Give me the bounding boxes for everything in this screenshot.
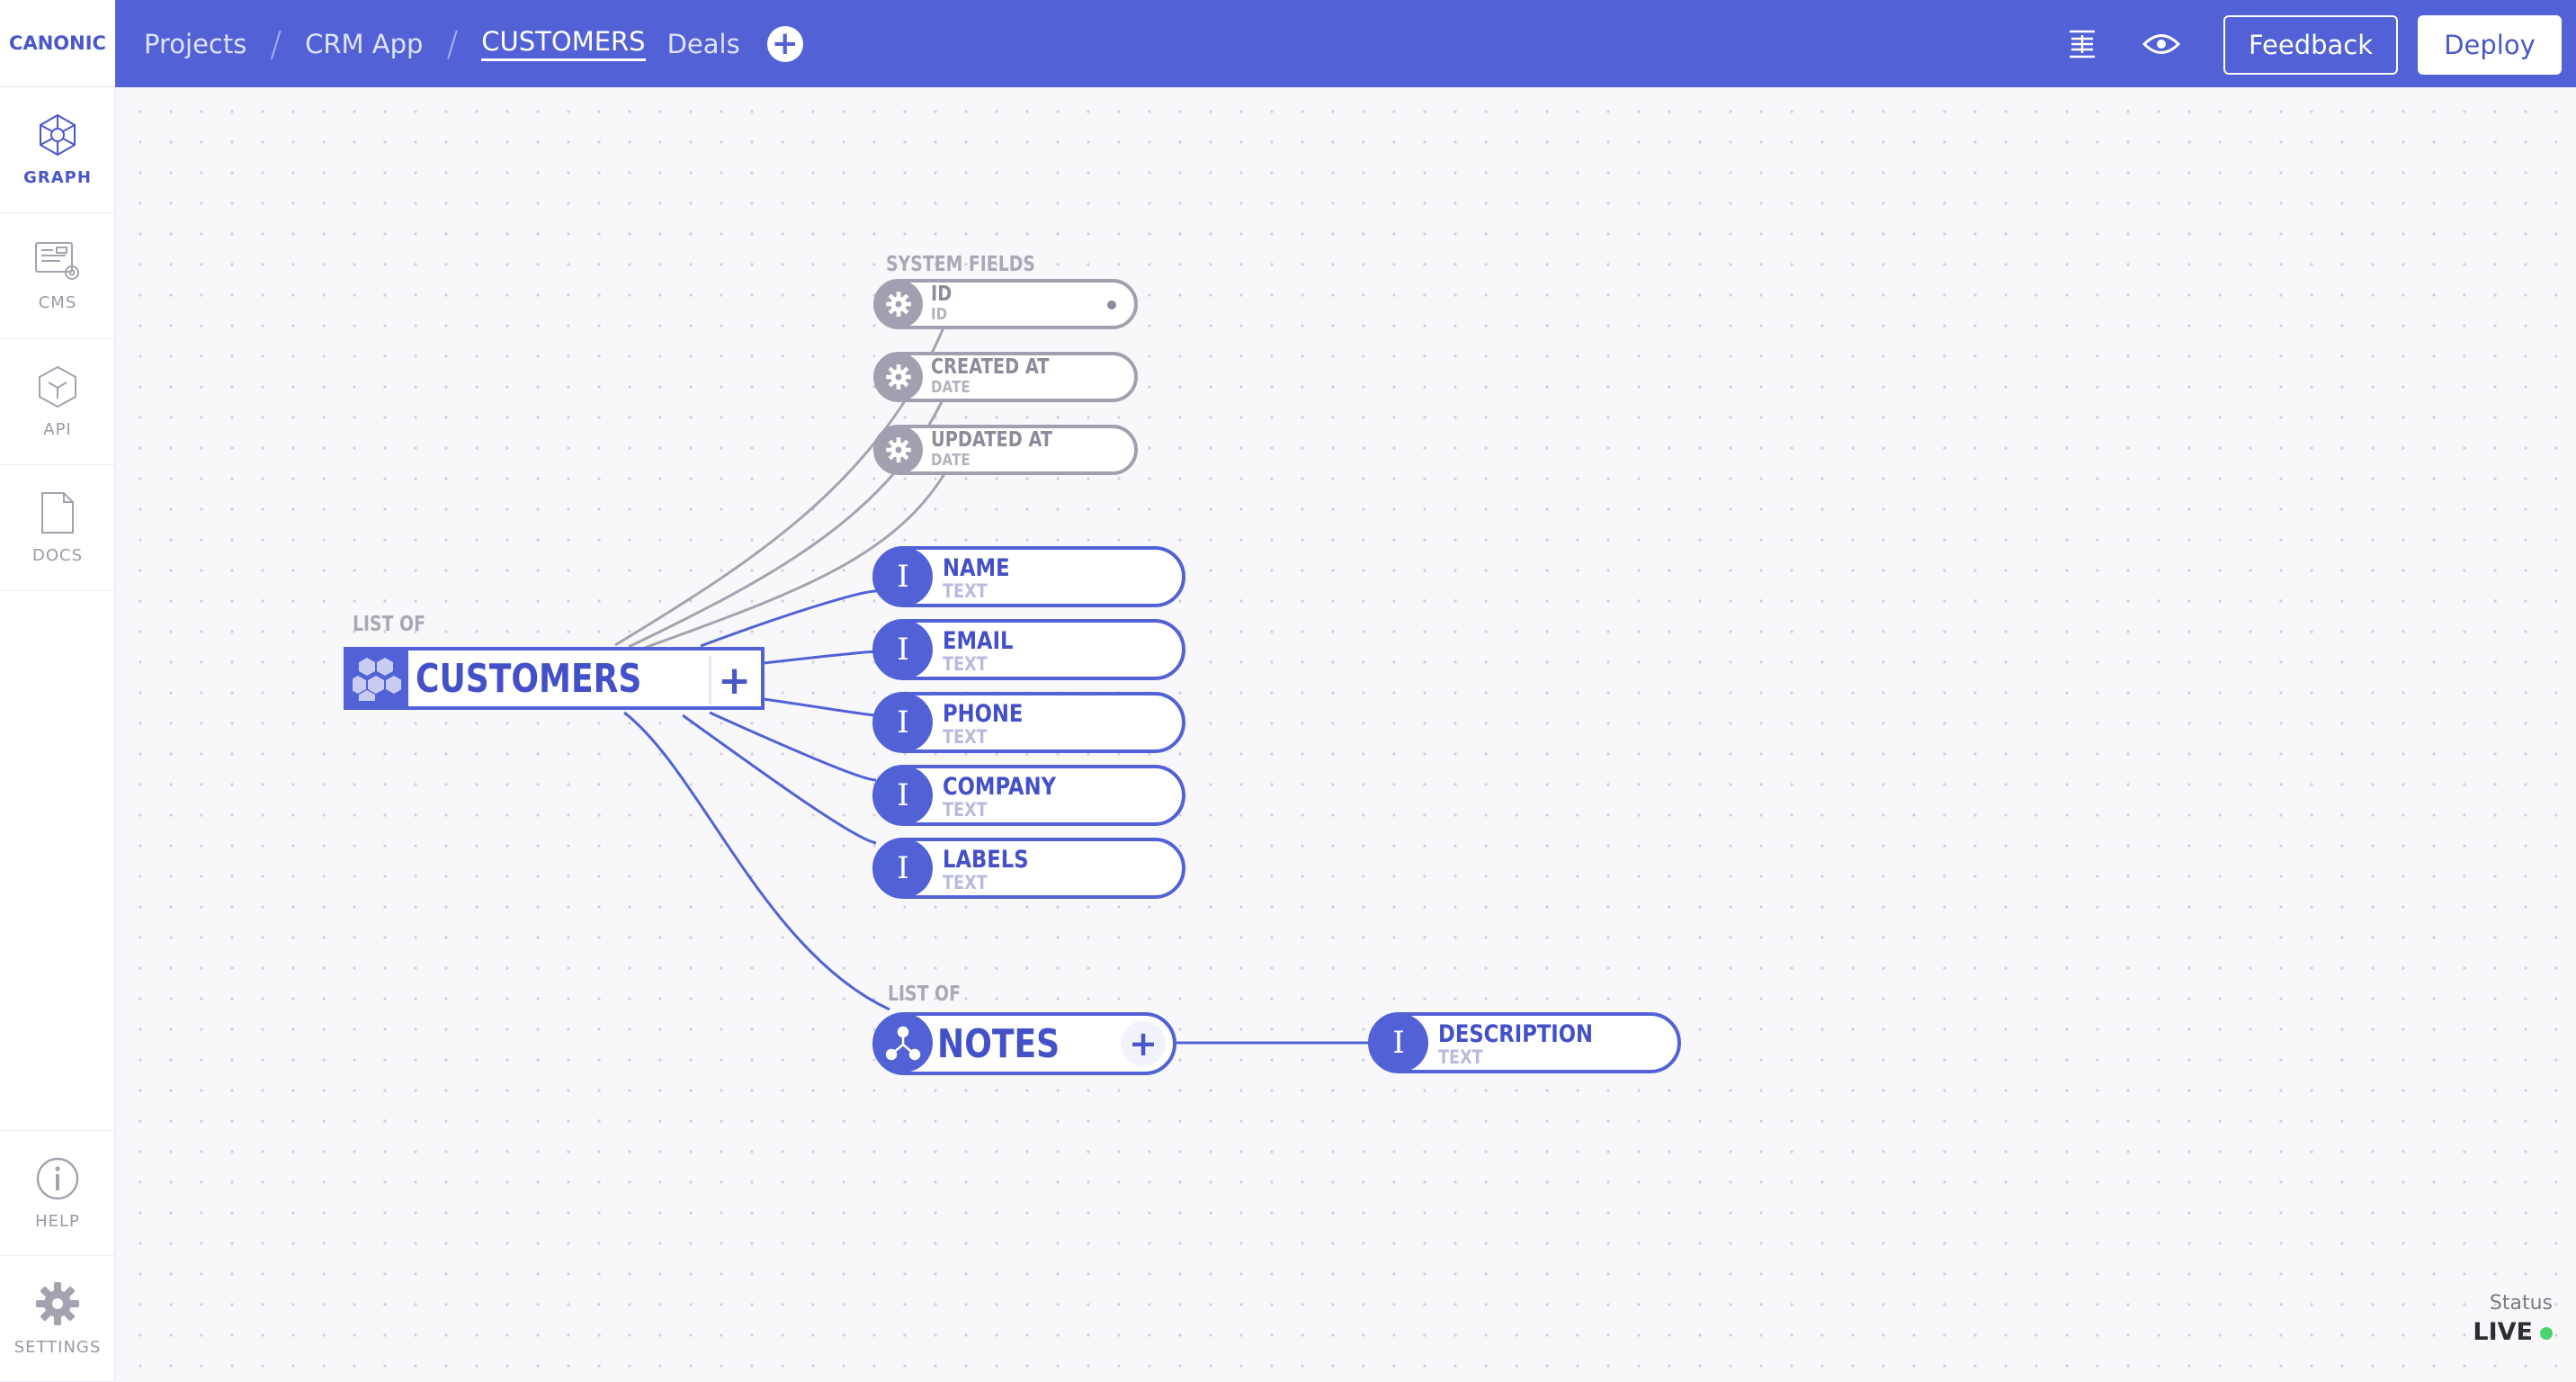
system-field-updated-at[interactable]: UPDATED AT DATE xyxy=(873,425,1138,475)
hexagons-icon xyxy=(345,649,408,708)
sidebar-item-help[interactable]: HELP xyxy=(0,1130,115,1256)
top-bar: CANONIC Projects / CRM App / CUSTOMERS D… xyxy=(0,0,2576,87)
field-email-pill[interactable]: I EMAIL TEXT xyxy=(872,619,1185,680)
field-type: DATE xyxy=(931,378,970,397)
sidebar-item-label: CMS xyxy=(38,293,77,312)
primary-key-indicator xyxy=(1107,301,1116,310)
sidebar-item-label: DOCS xyxy=(31,546,84,565)
field-description-pill[interactable]: I DESCRIPTION TEXT xyxy=(1368,1012,1681,1073)
sidebar-item-label: SETTINGS xyxy=(13,1338,102,1357)
sidebar-item-docs[interactable]: DOCS xyxy=(0,465,115,591)
entity-name: NOTES xyxy=(937,1021,1060,1067)
breadcrumb-projects[interactable]: Projects xyxy=(144,28,247,59)
field-name: NAME xyxy=(943,554,1010,582)
sidebar-item-label: HELP xyxy=(35,1211,80,1231)
graph-icon xyxy=(40,113,76,157)
field-type: TEXT xyxy=(943,653,988,675)
docs-icon xyxy=(41,492,74,534)
sidebar-item-graph[interactable]: GRAPH xyxy=(0,87,115,213)
system-field-id[interactable]: ID ID xyxy=(873,279,1138,329)
field-type: TEXT xyxy=(1438,1046,1483,1068)
text-cursor-icon: I xyxy=(873,839,933,898)
text-cursor-icon: I xyxy=(873,620,933,679)
layout-icon[interactable] xyxy=(2060,22,2105,67)
sidebar-item-cms[interactable]: CMS xyxy=(0,213,115,339)
graph-connections xyxy=(614,304,1384,1045)
sidebar-item-settings[interactable]: SETTINGS xyxy=(0,1256,115,1382)
text-cursor-icon: I xyxy=(1369,1013,1428,1072)
field-type: TEXT xyxy=(943,580,988,602)
breadcrumb: Projects / CRM App / CUSTOMERS Deals + xyxy=(144,0,803,87)
gear-icon xyxy=(874,280,923,328)
field-name: LABELS xyxy=(943,846,1029,874)
status-value: LIVE xyxy=(2473,1318,2553,1346)
field-name: DESCRIPTION xyxy=(1438,1020,1594,1048)
field-type: ID xyxy=(931,305,948,324)
cms-icon xyxy=(35,242,79,280)
field-type: TEXT xyxy=(943,726,988,748)
gear-icon xyxy=(36,1282,79,1325)
status-indicator: Status LIVE xyxy=(2473,1292,2553,1346)
notes-list-caption: LIST OF xyxy=(888,983,961,1006)
text-cursor-icon: I xyxy=(873,766,933,825)
system-fields-caption: SYSTEM FIELDS xyxy=(886,253,1035,276)
breadcrumb-customers[interactable]: CUSTOMERS xyxy=(481,26,646,61)
field-name: COMPANY xyxy=(943,773,1056,801)
field-type: DATE xyxy=(931,451,970,470)
info-icon xyxy=(36,1157,79,1199)
entity-notes[interactable]: NOTES + xyxy=(872,1012,1176,1075)
entity-name: CUSTOMERS xyxy=(416,656,642,702)
tab-deals[interactable]: Deals xyxy=(666,28,740,59)
sidebar-item-label: API xyxy=(43,420,72,439)
text-cursor-icon: I xyxy=(873,547,933,606)
brand-logo[interactable]: CANONIC xyxy=(0,0,115,87)
sidebar-item-api[interactable]: API xyxy=(0,339,115,465)
graph-canvas[interactable]: SYSTEM FIELDS ID ID CREATED AT DATE UPDA… xyxy=(116,87,2576,1382)
add-field-button[interactable]: + xyxy=(1121,1021,1166,1066)
status-label: Status xyxy=(2489,1292,2553,1315)
field-name-pill[interactable]: I NAME TEXT xyxy=(872,546,1185,607)
field-type: TEXT xyxy=(943,799,988,821)
sidebar-item-label: GRAPH xyxy=(23,168,92,187)
field-name: PHONE xyxy=(943,700,1024,728)
feedback-button[interactable]: Feedback xyxy=(2223,15,2398,75)
api-icon xyxy=(39,365,76,408)
field-phone-pill[interactable]: I PHONE TEXT xyxy=(872,692,1185,753)
system-field-created-at[interactable]: CREATED AT DATE xyxy=(873,352,1138,402)
breadcrumb-crm-app[interactable]: CRM App xyxy=(305,28,424,59)
field-name: CREATED AT xyxy=(931,355,1050,379)
add-field-button[interactable]: + xyxy=(709,656,757,704)
gear-icon xyxy=(874,426,923,474)
preview-eye-icon[interactable] xyxy=(2139,22,2184,67)
status-text: LIVE xyxy=(2473,1318,2533,1346)
breadcrumb-separator: / xyxy=(270,23,282,64)
field-labels-pill[interactable]: I LABELS TEXT xyxy=(872,838,1185,899)
relation-nodes-icon xyxy=(873,1013,933,1072)
breadcrumb-separator: / xyxy=(446,23,459,64)
sidebar: GRAPH CMS API DOCS xyxy=(0,87,115,1382)
field-name: ID xyxy=(931,283,953,306)
live-dot xyxy=(2540,1326,2553,1340)
field-type: TEXT xyxy=(943,872,988,893)
entity-customers[interactable]: CUSTOMERS + xyxy=(344,647,765,710)
customers-list-caption: LIST OF xyxy=(353,613,425,636)
field-name: UPDATED AT xyxy=(931,428,1053,452)
text-cursor-icon: I xyxy=(873,693,933,752)
field-company-pill[interactable]: I COMPANY TEXT xyxy=(872,765,1185,826)
add-tab-button[interactable]: + xyxy=(766,25,803,62)
gear-icon xyxy=(874,353,923,401)
field-name: EMAIL xyxy=(943,627,1014,655)
deploy-button[interactable]: Deploy xyxy=(2418,15,2562,75)
